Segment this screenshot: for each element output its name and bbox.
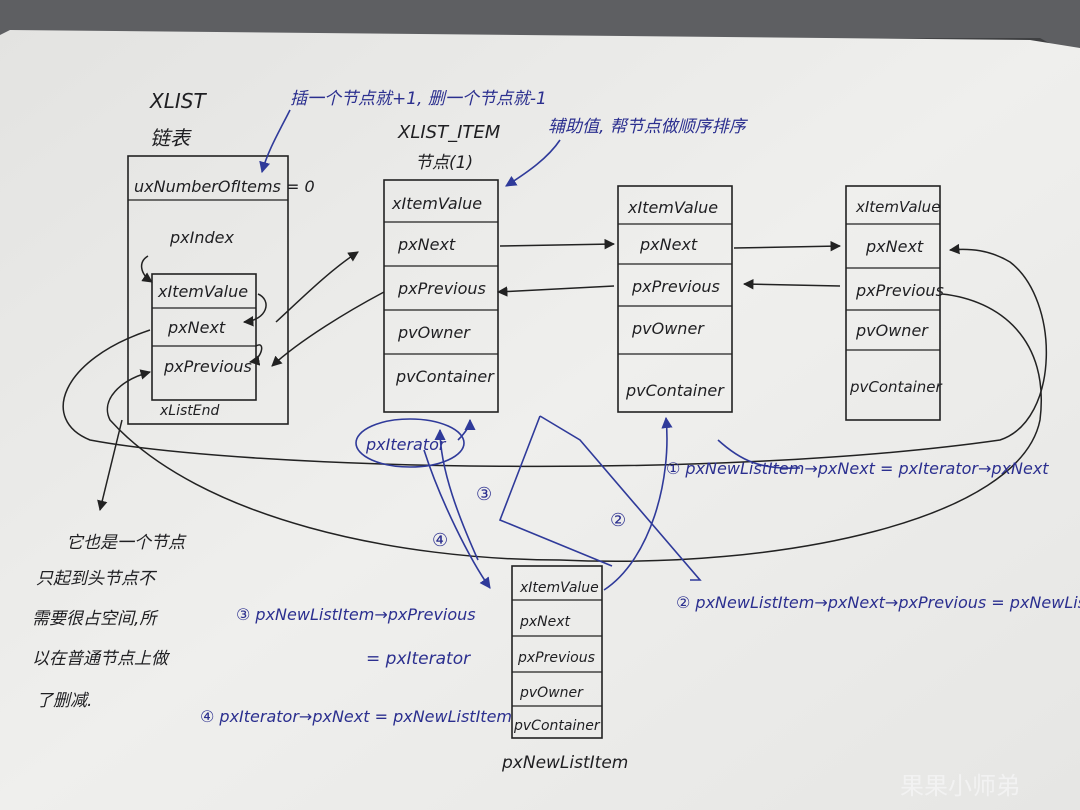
iterator-to-node1-arrow: [457, 418, 476, 441]
item-title: XLIST_ITEM: [397, 122, 501, 143]
note-count-arrow: [259, 109, 291, 174]
end-field-value: xItemValue: [157, 282, 248, 301]
pxindex-arrow: [140, 255, 153, 283]
node-3: xItemValue pxNext pxPrevious pvOwner pvC…: [845, 185, 944, 421]
end-note-arrow: [97, 419, 123, 512]
new-field-value: xItemValue: [519, 580, 599, 596]
node2-field-previous: pxPrevious: [631, 277, 720, 296]
left-note-line-3: 需要很占空间,所: [32, 609, 159, 629]
node1-field-previous: pxPrevious: [397, 279, 486, 298]
node1-field-container: pvContainer: [395, 367, 495, 386]
link-node1-to-end: [271, 291, 385, 367]
list-index-field: pxIndex: [169, 228, 234, 247]
watermark: 果果小师弟: [900, 772, 1020, 800]
step1-formula: ① pxNewListItem→pxNext = pxIterator→pxNe…: [666, 459, 1049, 478]
left-note-line-1: 它也是一个节点: [66, 533, 187, 553]
step4-formula: ④ pxIterator→pxNext = pxNewListItem: [200, 707, 512, 726]
left-note-line-4: 以在普通节点上做: [32, 649, 171, 669]
node2-field-owner: pvOwner: [631, 319, 705, 338]
wrap-node3-to-end: [106, 293, 1042, 563]
new-field-next: pxNext: [519, 614, 571, 630]
step3-formula-line2: = pxIterator: [366, 649, 471, 669]
paper-sheet: [0, 30, 1080, 810]
left-note: 它也是一个节点 只起到头节点不 需要很占空间,所 以在普通节点上做 了删减.: [32, 533, 187, 711]
node3-field-next: pxNext: [865, 237, 924, 256]
node2-field-value: xItemValue: [627, 198, 718, 217]
iterator-label: pxIterator: [365, 435, 447, 454]
node2-field-container: pvContainer: [625, 381, 725, 400]
badge-2: ②: [610, 510, 626, 531]
self-prev-arrow: [248, 344, 263, 366]
end-field-next: pxNext: [167, 318, 226, 337]
self-next-arrow: [242, 293, 267, 327]
node1-field-value: xItemValue: [391, 194, 482, 213]
new-field-owner: pvOwner: [519, 685, 584, 701]
end-field-previous: pxPrevious: [163, 357, 252, 376]
step3-formula-line1: ③ pxNewListItem→pxPrevious: [236, 605, 476, 624]
badge-3: ③: [476, 484, 492, 505]
node1-field-next: pxNext: [397, 235, 456, 254]
link-node2-to-node3: [733, 240, 842, 252]
list-end-label: xListEnd: [159, 403, 219, 419]
cross-line-a: [539, 415, 702, 581]
note-count: 插一个节点就+1, 删一个节点就-1: [290, 89, 547, 109]
node3-field-container: pvContainer: [849, 378, 943, 396]
link-node3-to-node2: [742, 278, 841, 290]
node1-field-owner: pvOwner: [397, 323, 471, 342]
cross-line-b: [498, 415, 613, 567]
step4-arrow: [434, 428, 479, 561]
step2-arrow: [603, 416, 673, 591]
new-list-item: xItemValue pxNext pxPrevious pvOwner pvC…: [501, 565, 628, 773]
node2-field-next: pxNext: [639, 235, 698, 254]
left-note-line-5: 了删减.: [36, 691, 92, 711]
left-note-line-2: 只起到头节点不: [36, 569, 158, 589]
list-count-field: uxNumberOfItems = 0: [134, 177, 315, 196]
new-field-previous: pxPrevious: [517, 650, 595, 666]
node3-field-value: xItemValue: [855, 198, 940, 216]
link-end-to-node1: [275, 251, 359, 323]
wrap-end-to-node3: [62, 243, 1047, 468]
iterator-ellipse: [355, 418, 465, 468]
node3-field-previous: pxPrevious: [855, 281, 944, 300]
step2-formula: ② pxNewListItem→pxNext→pxPrevious = pxNe…: [676, 593, 1080, 612]
step1-guide: [717, 439, 801, 470]
note-value: 辅助值, 帮节点做顺序排序: [548, 117, 749, 137]
link-node2-to-node1: [496, 285, 615, 297]
item-subtitle: 节点(1): [415, 153, 473, 173]
badge-4: ④: [432, 530, 448, 551]
link-node1-to-node2: [499, 238, 616, 250]
new-item-label: pxNewListItem: [501, 753, 628, 773]
step3-arrow: [423, 449, 491, 589]
node3-field-owner: pvOwner: [855, 321, 929, 340]
note-value-arrow: [505, 139, 561, 187]
xlist-box: uxNumberOfItems = 0 pxIndex xItemValue p…: [127, 155, 315, 425]
new-field-container: pvContainer: [513, 718, 601, 734]
list-title: XLIST: [149, 89, 207, 113]
node-2: xItemValue pxNext pxPrevious pvOwner pvC…: [617, 185, 733, 413]
list-subtitle: 链表: [150, 126, 192, 150]
